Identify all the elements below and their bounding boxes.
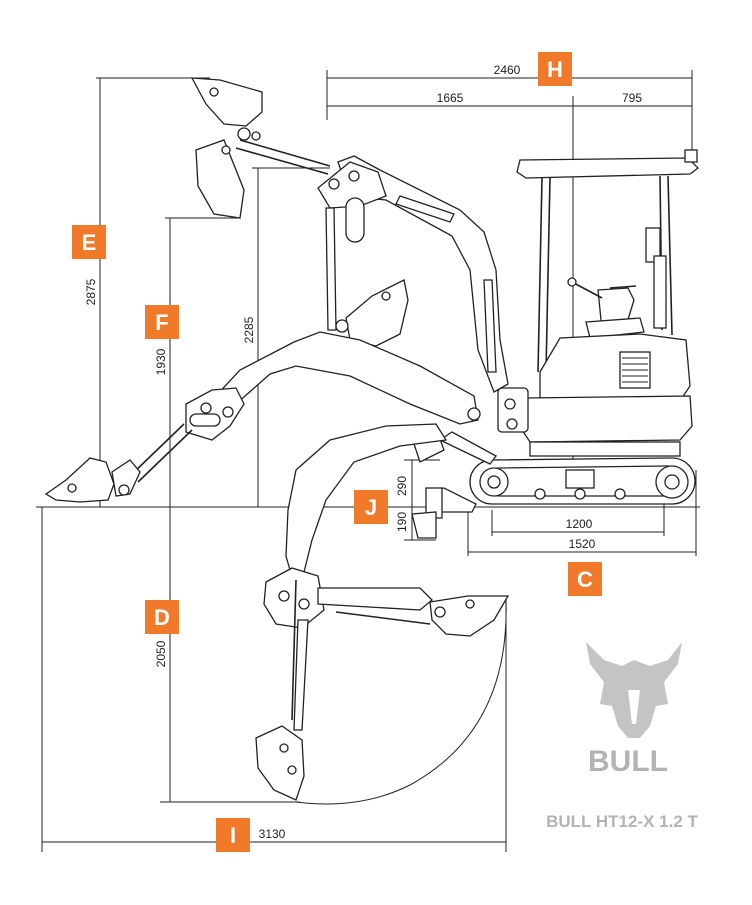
bull-head-icon xyxy=(586,642,682,738)
dim-overall-length: 2460 xyxy=(494,63,521,77)
dim-front-length: 1665 xyxy=(437,91,464,105)
dim-max-reach: 3130 xyxy=(259,827,286,841)
badge-f: F xyxy=(145,305,179,339)
boom-raised xyxy=(235,139,509,393)
badge-d: D xyxy=(145,600,179,634)
dim-max-dump-height: 1930 xyxy=(154,348,168,375)
svg-text:C: C xyxy=(577,567,593,592)
dim-max-reach-height: 2875 xyxy=(84,278,98,305)
badge-h: H xyxy=(538,52,572,86)
dim-blade-lift: 290 xyxy=(395,476,409,496)
svg-text:H: H xyxy=(547,57,563,82)
badge-c: C xyxy=(568,562,602,596)
dim-max-dig-depth: 2050 xyxy=(154,640,168,667)
dim-track-contact: 1200 xyxy=(566,517,593,531)
svg-text:E: E xyxy=(82,230,97,255)
badge-e: E xyxy=(72,225,106,259)
dim-track-length: 1520 xyxy=(569,537,596,551)
bucket-top xyxy=(190,77,263,219)
badge-i: I xyxy=(216,818,250,852)
svg-text:I: I xyxy=(230,823,236,848)
boom-digging xyxy=(263,423,448,731)
brand-logo-text: BULL xyxy=(588,745,668,778)
model-name: BULL HT12-X 1.2 T xyxy=(546,812,698,831)
svg-text:D: D xyxy=(154,605,170,630)
bucket-right xyxy=(429,595,510,637)
dim-pin-height: 2285 xyxy=(242,316,256,343)
dig-envelope-arc xyxy=(295,599,507,805)
badge-j: J xyxy=(354,490,388,524)
svg-text:F: F xyxy=(155,310,168,335)
excavator-body xyxy=(497,149,699,457)
dim-blade-depth: 190 xyxy=(395,512,409,532)
bucket-left xyxy=(44,457,141,503)
svg-text:J: J xyxy=(365,495,377,520)
undercarriage xyxy=(469,457,696,505)
bucket-mid xyxy=(335,279,409,347)
boom-horizontal xyxy=(129,331,481,483)
dim-rear-length: 795 xyxy=(622,91,642,105)
bucket-bottom xyxy=(255,725,305,801)
